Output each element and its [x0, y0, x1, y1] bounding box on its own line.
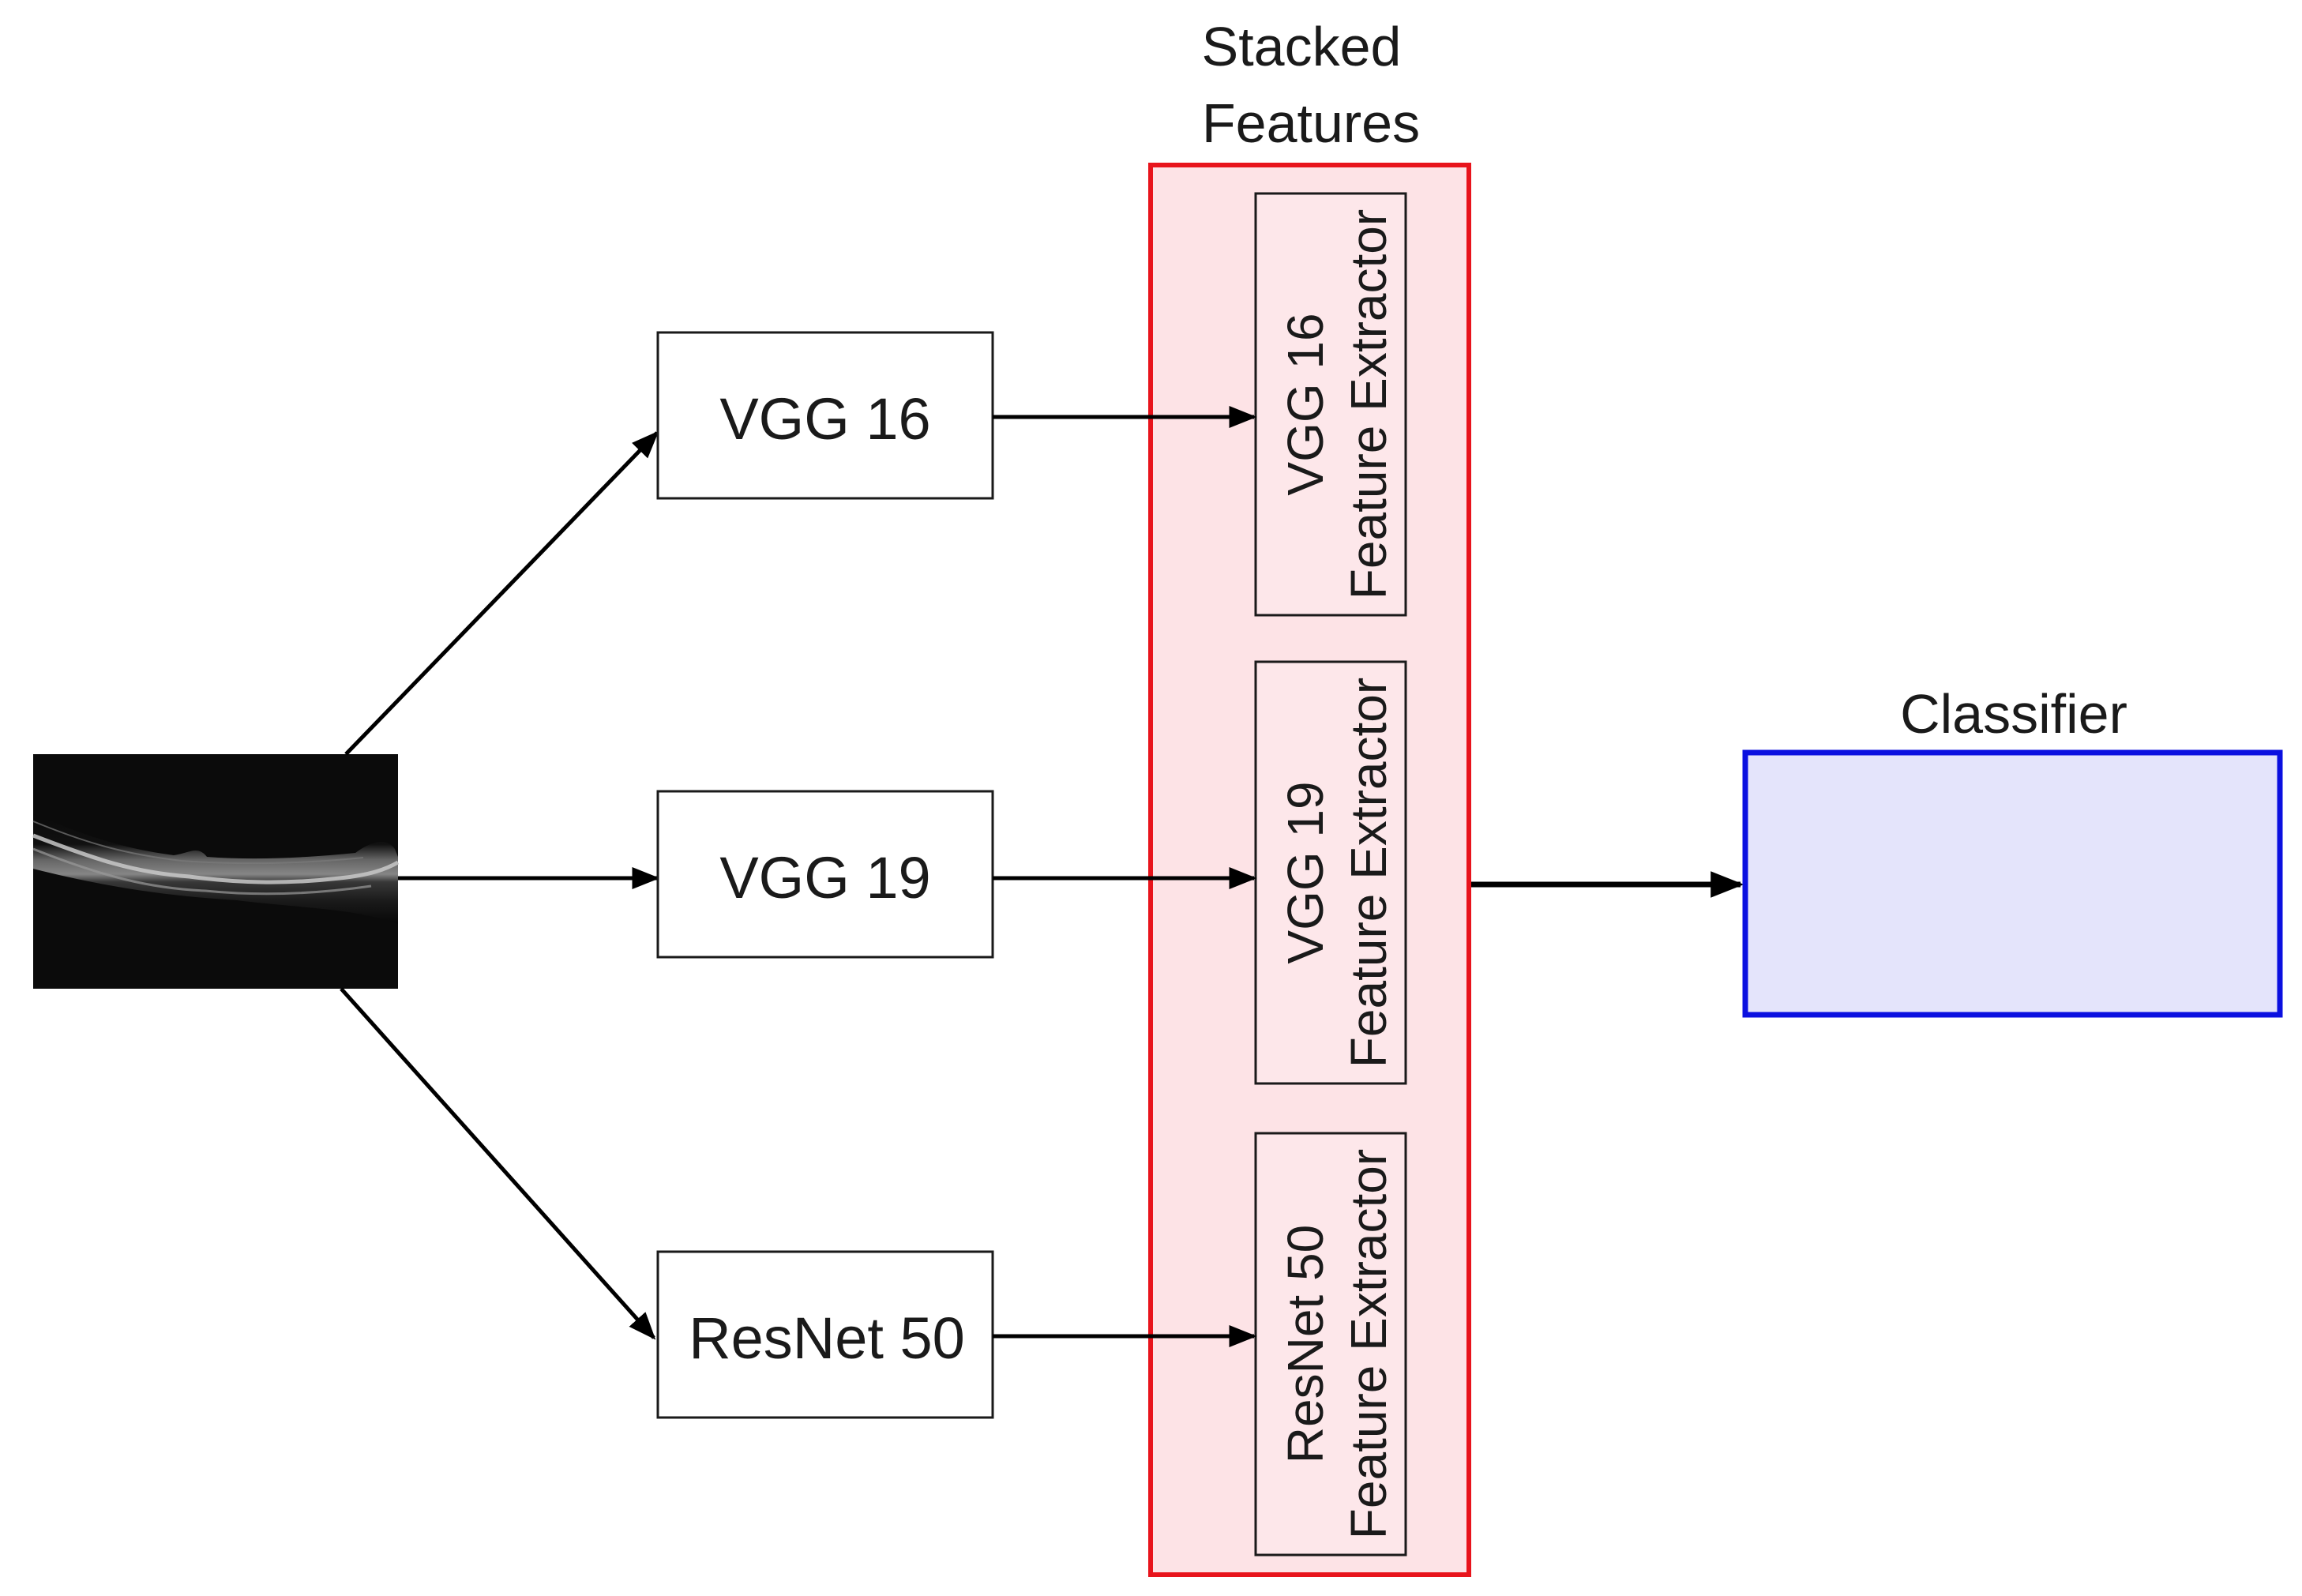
extractor-box-vgg19: VGG 19 Feature Extractor — [1254, 660, 1407, 1085]
extractor-vgg19-line1: VGG 19 — [1277, 781, 1334, 963]
extractor-vgg16-line1: VGG 16 — [1277, 313, 1334, 495]
extractor-box-vgg16: VGG 16 Feature Extractor — [1254, 192, 1407, 617]
extractor-vgg19-line2: Feature Extractor — [1340, 678, 1397, 1068]
extractor-vgg16-line2: Feature Extractor — [1340, 209, 1397, 599]
extractor-resnet50-line1: ResNet 50 — [1277, 1225, 1334, 1463]
stacked-features-title-line2: Features — [1202, 92, 1420, 154]
arrow-image-to-resnet50 — [340, 987, 656, 1340]
model-box-vgg19: VGG 19 — [656, 790, 994, 959]
stacked-features-title-line1: Stacked — [1202, 16, 1402, 77]
extractor-resnet50-line2: Feature Extractor — [1340, 1149, 1397, 1539]
model-label-resnet50: ResNet 50 — [689, 1305, 965, 1371]
classifier-label: Classifier — [1900, 683, 2127, 745]
oct-retina-scan-image — [32, 754, 400, 989]
model-label-vgg16: VGG 16 — [719, 386, 930, 452]
model-label-vgg19: VGG 19 — [719, 845, 930, 911]
arrow-image-to-vgg16 — [344, 430, 659, 756]
extractor-box-resnet50: ResNet 50 Feature Extractor — [1254, 1132, 1407, 1557]
classifier-box — [1742, 749, 2283, 1018]
model-box-resnet50: ResNet 50 — [656, 1250, 994, 1419]
model-box-vgg16: VGG 16 — [656, 331, 994, 500]
